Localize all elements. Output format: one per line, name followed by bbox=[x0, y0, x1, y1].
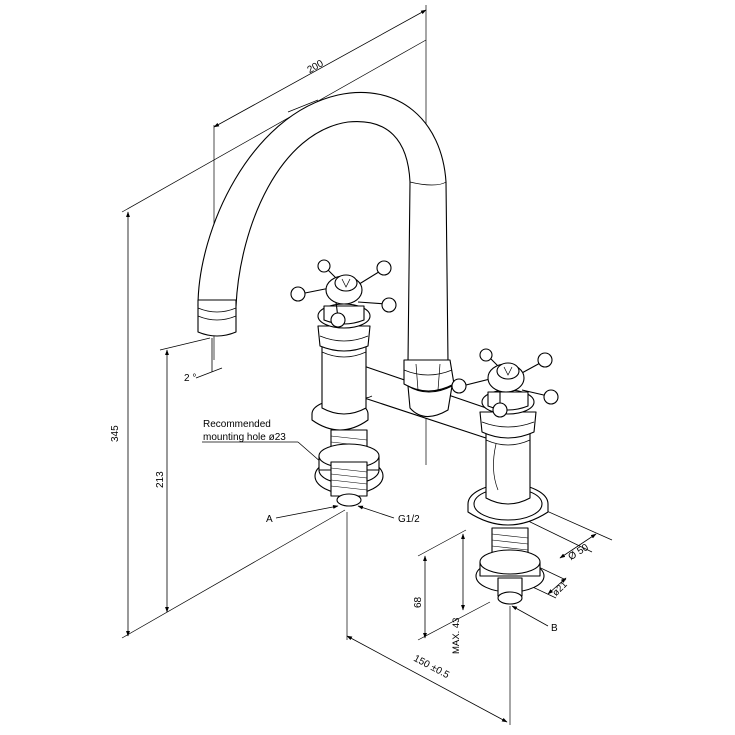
label-overall-height: 345 bbox=[110, 425, 121, 442]
label-mounting-note-1: Recommended bbox=[203, 419, 271, 430]
label-spout-angle: 2 ° bbox=[184, 373, 196, 384]
label-spout-height: 213 bbox=[155, 471, 166, 488]
label-spout-reach: 200 bbox=[306, 58, 326, 76]
tap-body bbox=[197, 91, 559, 605]
spout-collar bbox=[403, 359, 455, 392]
label-max-deck: MAX. 43 bbox=[451, 618, 462, 654]
dimension-lines bbox=[121, 5, 613, 725]
label-centers: 150 ±0.5 bbox=[412, 653, 452, 681]
right-valve bbox=[451, 348, 559, 605]
label-thread: G1/2 bbox=[398, 514, 420, 525]
label-flange-diameter: Ø 50 bbox=[566, 542, 591, 563]
spout-nozzle bbox=[197, 299, 237, 337]
left-valve bbox=[290, 259, 397, 507]
label-shank-diameter: ø21 bbox=[550, 579, 569, 598]
label-b: B bbox=[551, 623, 558, 634]
label-a: A bbox=[266, 514, 273, 525]
label-shank-length: 68 bbox=[413, 596, 424, 608]
spout bbox=[197, 91, 449, 363]
label-mounting-note-2: mounting hole ø23 bbox=[203, 432, 286, 443]
